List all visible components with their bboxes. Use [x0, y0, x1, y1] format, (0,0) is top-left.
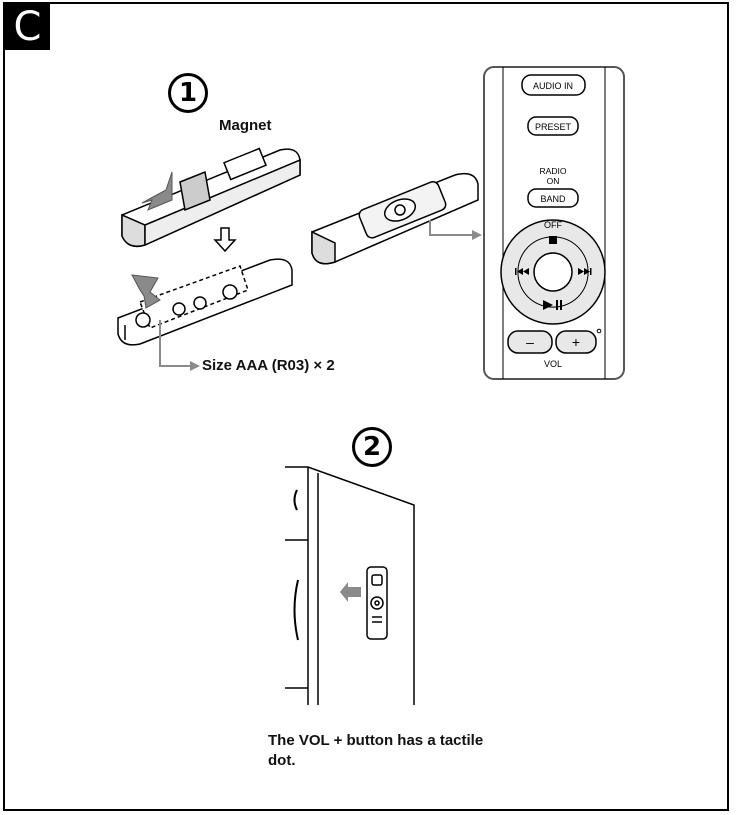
previous-icon: [515, 268, 529, 275]
refrigerator: [285, 466, 415, 705]
plus-label: +: [572, 334, 580, 350]
battery-count-text: × 2: [313, 357, 335, 374]
battery-size-text: Size AAA (R03): [202, 357, 310, 374]
figure-frame: [3, 2, 729, 811]
minus-label: –: [526, 334, 534, 350]
vol-label: VOL: [544, 359, 562, 369]
band-label: BAND: [540, 194, 566, 204]
vol-minus-button: [507, 330, 553, 354]
left-arrow-icon: [340, 582, 361, 602]
remote-on-fridge: [366, 566, 388, 640]
off-label: OFF: [544, 220, 562, 230]
on-label: ON: [547, 176, 560, 186]
tactile-dot-caption: The VOL + button has a tactile dot.: [268, 732, 484, 769]
play-pause-icon: [543, 300, 562, 310]
insert-arrow-icon: [141, 171, 173, 211]
remote-back-view: [121, 147, 301, 248]
battery-insert-arrow-icon: [131, 274, 161, 309]
center-button: [533, 252, 573, 292]
battery-size-label: Size AAA (R03) × 2: [202, 357, 335, 374]
magnet-label: Magnet: [219, 117, 272, 134]
step-2-marker: 2: [352, 427, 392, 467]
step-1-marker: 1: [168, 73, 208, 113]
audio-in-label: AUDIO IN: [533, 81, 573, 91]
remote-battery-view: [117, 258, 293, 346]
vol-plus-button: [555, 330, 597, 354]
section-badge: C: [5, 4, 50, 50]
next-icon: [578, 268, 592, 275]
radio-label: RADIO: [540, 166, 567, 176]
tactile-dot: [596, 328, 602, 334]
preset-button: [527, 116, 579, 136]
remote-front-view: [311, 172, 479, 265]
preset-label: PRESET: [535, 122, 572, 132]
audio-in-button: [521, 74, 586, 96]
stop-icon: [549, 236, 557, 244]
down-arrow-icon: [213, 227, 237, 253]
band-button: [527, 188, 579, 208]
